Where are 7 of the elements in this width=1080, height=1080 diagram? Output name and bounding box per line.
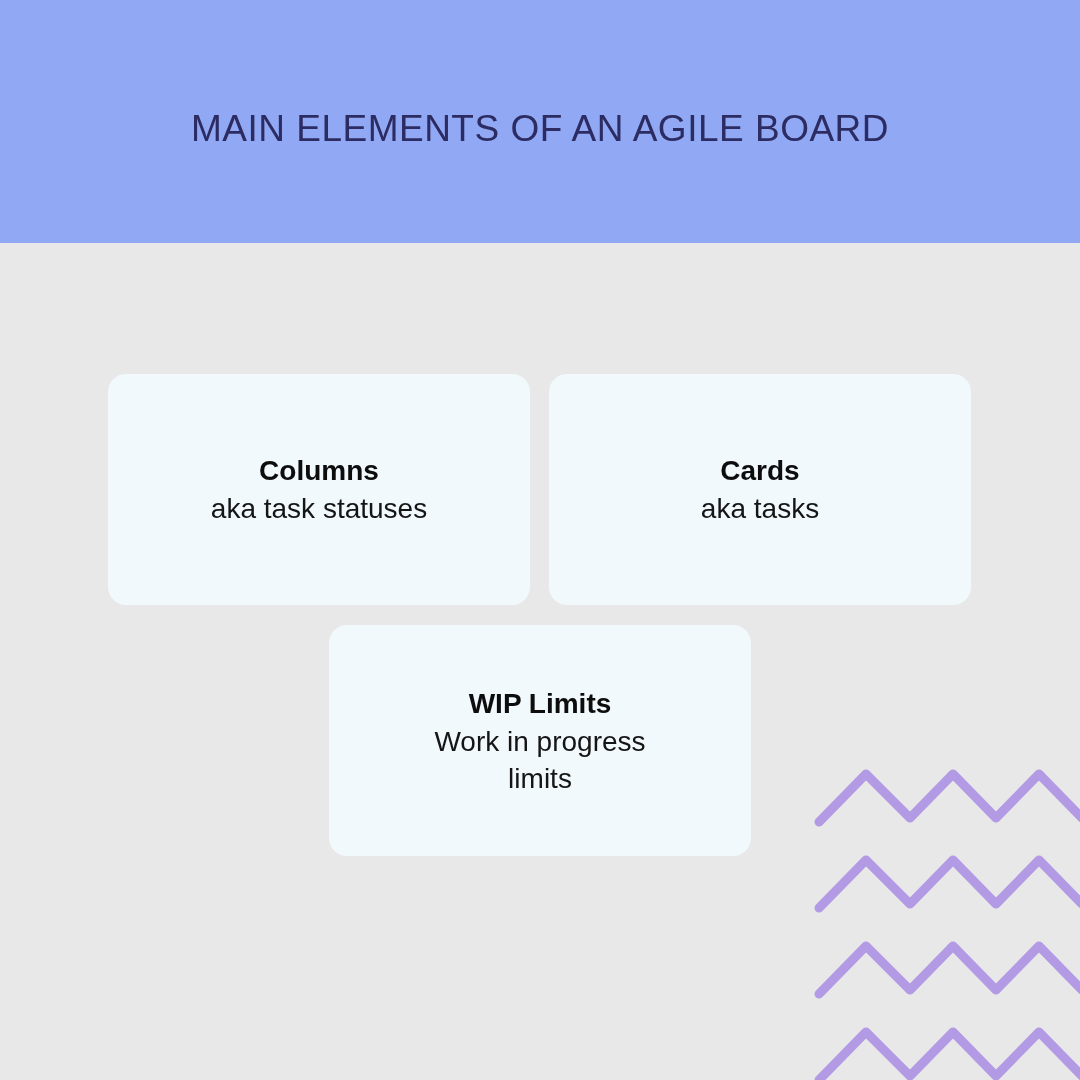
- card-heading: Cards: [720, 454, 800, 488]
- title: MAIN ELEMENTS OF AN AGILE BOARD: [189, 107, 891, 151]
- card-heading: WIP Limits: [468, 686, 612, 721]
- card-description: aka task statuses: [210, 492, 428, 526]
- card-description: aka tasks: [700, 492, 820, 526]
- card-description: Work in progress limits: [433, 724, 647, 796]
- card-heading: Columns: [259, 454, 379, 488]
